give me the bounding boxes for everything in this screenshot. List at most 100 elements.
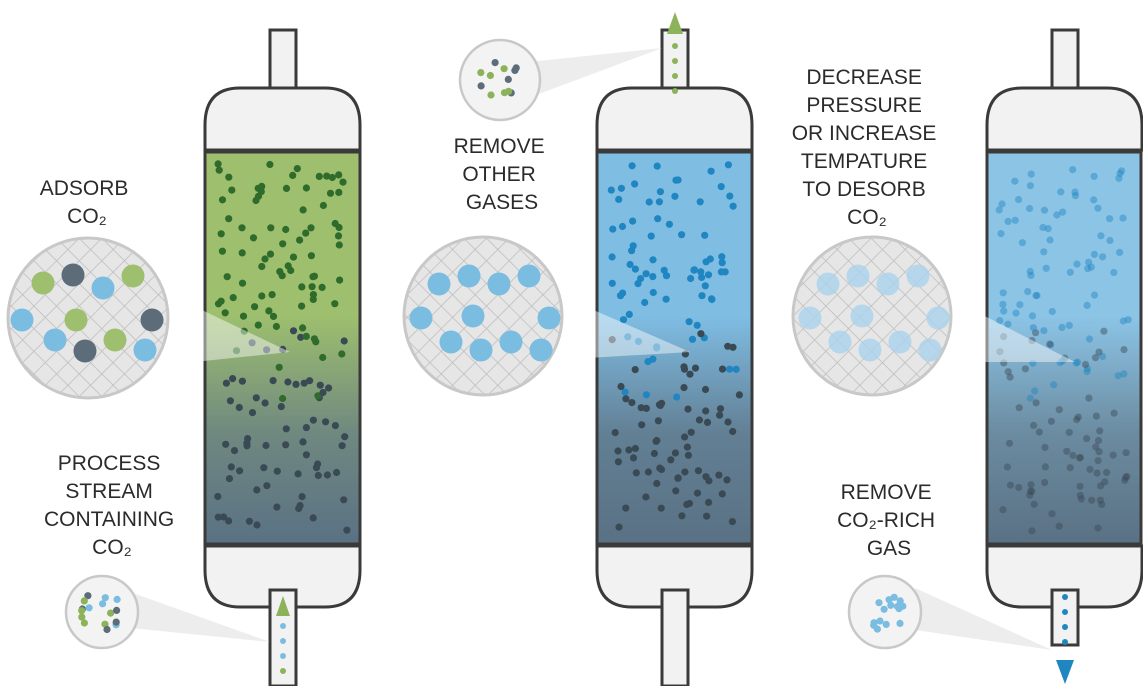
particle (1096, 496, 1104, 504)
particle (1030, 421, 1038, 429)
particle (1074, 413, 1082, 421)
particle (628, 247, 636, 255)
particle (1092, 412, 1100, 420)
particle (649, 256, 657, 264)
particle (615, 523, 623, 531)
particle (690, 266, 698, 274)
particle (674, 474, 682, 482)
particle (698, 273, 706, 281)
particle (1106, 215, 1114, 223)
particle (517, 264, 541, 288)
particle (335, 223, 343, 232)
particle (335, 188, 343, 196)
particle (1041, 478, 1049, 487)
particle (315, 172, 323, 180)
particle (1090, 291, 1099, 299)
particle (1096, 427, 1104, 435)
particle (505, 87, 513, 95)
particle (240, 327, 248, 335)
particle (1015, 483, 1023, 492)
particle (674, 176, 682, 184)
particle (631, 444, 640, 453)
particle (225, 173, 233, 181)
particle (1122, 473, 1130, 481)
particle (1035, 428, 1043, 436)
particle (632, 469, 640, 477)
particle (1073, 416, 1081, 424)
particle (243, 442, 251, 450)
particle (1086, 465, 1094, 473)
particle (656, 188, 665, 196)
particle (715, 471, 723, 479)
particle (628, 399, 636, 407)
particle (112, 618, 120, 626)
particle (1094, 524, 1102, 532)
particle (728, 518, 737, 526)
particle (504, 75, 512, 83)
particle (996, 317, 1004, 325)
particle (302, 332, 310, 340)
particle (717, 183, 725, 191)
particle (882, 620, 890, 629)
particle (614, 447, 622, 455)
particle (319, 388, 327, 397)
particle (1040, 327, 1048, 335)
particle (609, 225, 617, 233)
particle (1003, 463, 1012, 471)
particle (1076, 454, 1084, 462)
particle (718, 259, 726, 267)
particle (338, 350, 346, 358)
particle (655, 401, 664, 409)
step-1-bottom-label: PROCESS STREAM CONTAINING CO₂ (44, 452, 180, 559)
particle (343, 526, 351, 534)
particle (314, 392, 322, 400)
particle (252, 394, 260, 402)
particle (693, 489, 702, 497)
particle (1028, 487, 1036, 495)
particle (858, 338, 882, 362)
particle (229, 294, 237, 302)
particle (427, 272, 451, 296)
particle (319, 201, 327, 210)
particle (1061, 354, 1069, 362)
particle (1039, 223, 1047, 232)
particle (314, 471, 322, 480)
particle (1090, 250, 1098, 258)
particle (309, 514, 317, 522)
particle (307, 224, 315, 232)
particle (245, 517, 253, 525)
particle (318, 283, 326, 291)
particle (260, 464, 268, 472)
particle (1073, 358, 1081, 366)
particle (876, 617, 884, 625)
particle (1047, 341, 1055, 349)
particle (732, 365, 740, 373)
particle (816, 272, 840, 296)
particle (269, 312, 278, 320)
particle (294, 470, 302, 478)
particle (263, 346, 271, 354)
particle (1063, 447, 1071, 455)
particle (261, 255, 269, 263)
particle (1029, 324, 1037, 332)
particle (31, 271, 55, 295)
particle (1110, 268, 1118, 277)
particle (225, 517, 233, 525)
particle (306, 377, 314, 385)
particle (896, 619, 904, 628)
particle (1050, 381, 1058, 389)
particle (282, 441, 290, 449)
particle (253, 486, 261, 494)
particle (608, 253, 616, 261)
particle (828, 330, 852, 354)
particle (1094, 437, 1103, 445)
particle (706, 255, 714, 263)
particle (624, 333, 632, 341)
particle (511, 66, 519, 74)
particle (537, 306, 561, 330)
particle (269, 377, 277, 385)
particle (140, 308, 164, 332)
particle (1118, 167, 1126, 175)
particle (637, 275, 645, 283)
